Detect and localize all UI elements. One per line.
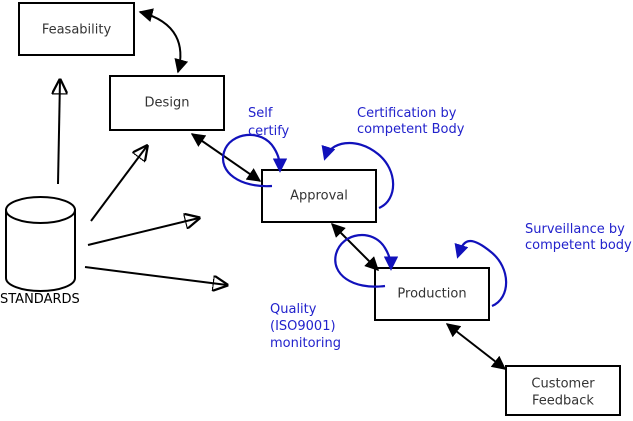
standards-label: STANDARDS	[0, 292, 80, 307]
connector-feasability-design	[138, 8, 189, 74]
feasability-box[interactable]	[18, 2, 135, 56]
customer-feedback-box[interactable]	[505, 365, 621, 416]
node-design[interactable]: Design	[109, 75, 225, 131]
design-label: Design	[145, 96, 190, 111]
customer-feedback-label-line2: Feedback	[532, 394, 594, 409]
feasability-label: Feasability	[42, 23, 112, 38]
node-customer-feedback[interactable]: Customer Feedback	[505, 365, 621, 416]
node-standards-datastore[interactable]: STANDARDS	[0, 196, 80, 307]
self-certify-line2: certify	[248, 124, 290, 139]
connector-standards-production	[84, 266, 227, 285]
self-certify-line1: Self	[248, 106, 273, 121]
node-feasability[interactable]: Feasability	[18, 2, 135, 56]
connector-production-customer-feedback	[445, 323, 507, 370]
approval-box[interactable]	[261, 169, 377, 223]
annotation-surveillance: Surveillance by competent body	[525, 222, 632, 253]
loop-surveillance	[454, 240, 508, 308]
connector-standards-feasability	[58, 80, 60, 185]
production-label: Production	[397, 287, 466, 302]
quality-line3: monitoring	[270, 336, 341, 351]
loop-quality	[334, 233, 399, 288]
annotation-self-certify: Self certify	[248, 106, 290, 139]
production-box[interactable]	[374, 267, 490, 321]
connector-standards-approval	[87, 218, 199, 246]
node-production[interactable]: Production	[374, 267, 490, 321]
connector-design-approval	[190, 133, 262, 182]
certification-line2: competent Body	[357, 122, 465, 137]
quality-line1: Quality	[270, 302, 317, 317]
connector-approval-production	[331, 223, 379, 271]
approval-label: Approval	[290, 189, 348, 204]
standards-cylinder-body[interactable]	[5, 209, 76, 292]
connector-standards-design	[90, 146, 147, 222]
certification-line1: Certification by	[357, 106, 457, 121]
surveillance-line2: competent body	[525, 238, 632, 253]
surveillance-line1: Surveillance by	[525, 222, 625, 237]
loop-certification	[321, 141, 395, 210]
customer-feedback-label-line1: Customer	[531, 377, 595, 392]
standards-cylinder-top	[5, 196, 76, 224]
annotation-certification: Certification by competent Body	[357, 106, 465, 137]
design-box[interactable]	[109, 75, 225, 131]
quality-line2: (ISO9001)	[270, 319, 336, 334]
annotation-quality: Quality (ISO9001) monitoring	[270, 302, 341, 351]
node-approval[interactable]: Approval	[261, 169, 377, 223]
loop-self-certify	[221, 133, 288, 188]
